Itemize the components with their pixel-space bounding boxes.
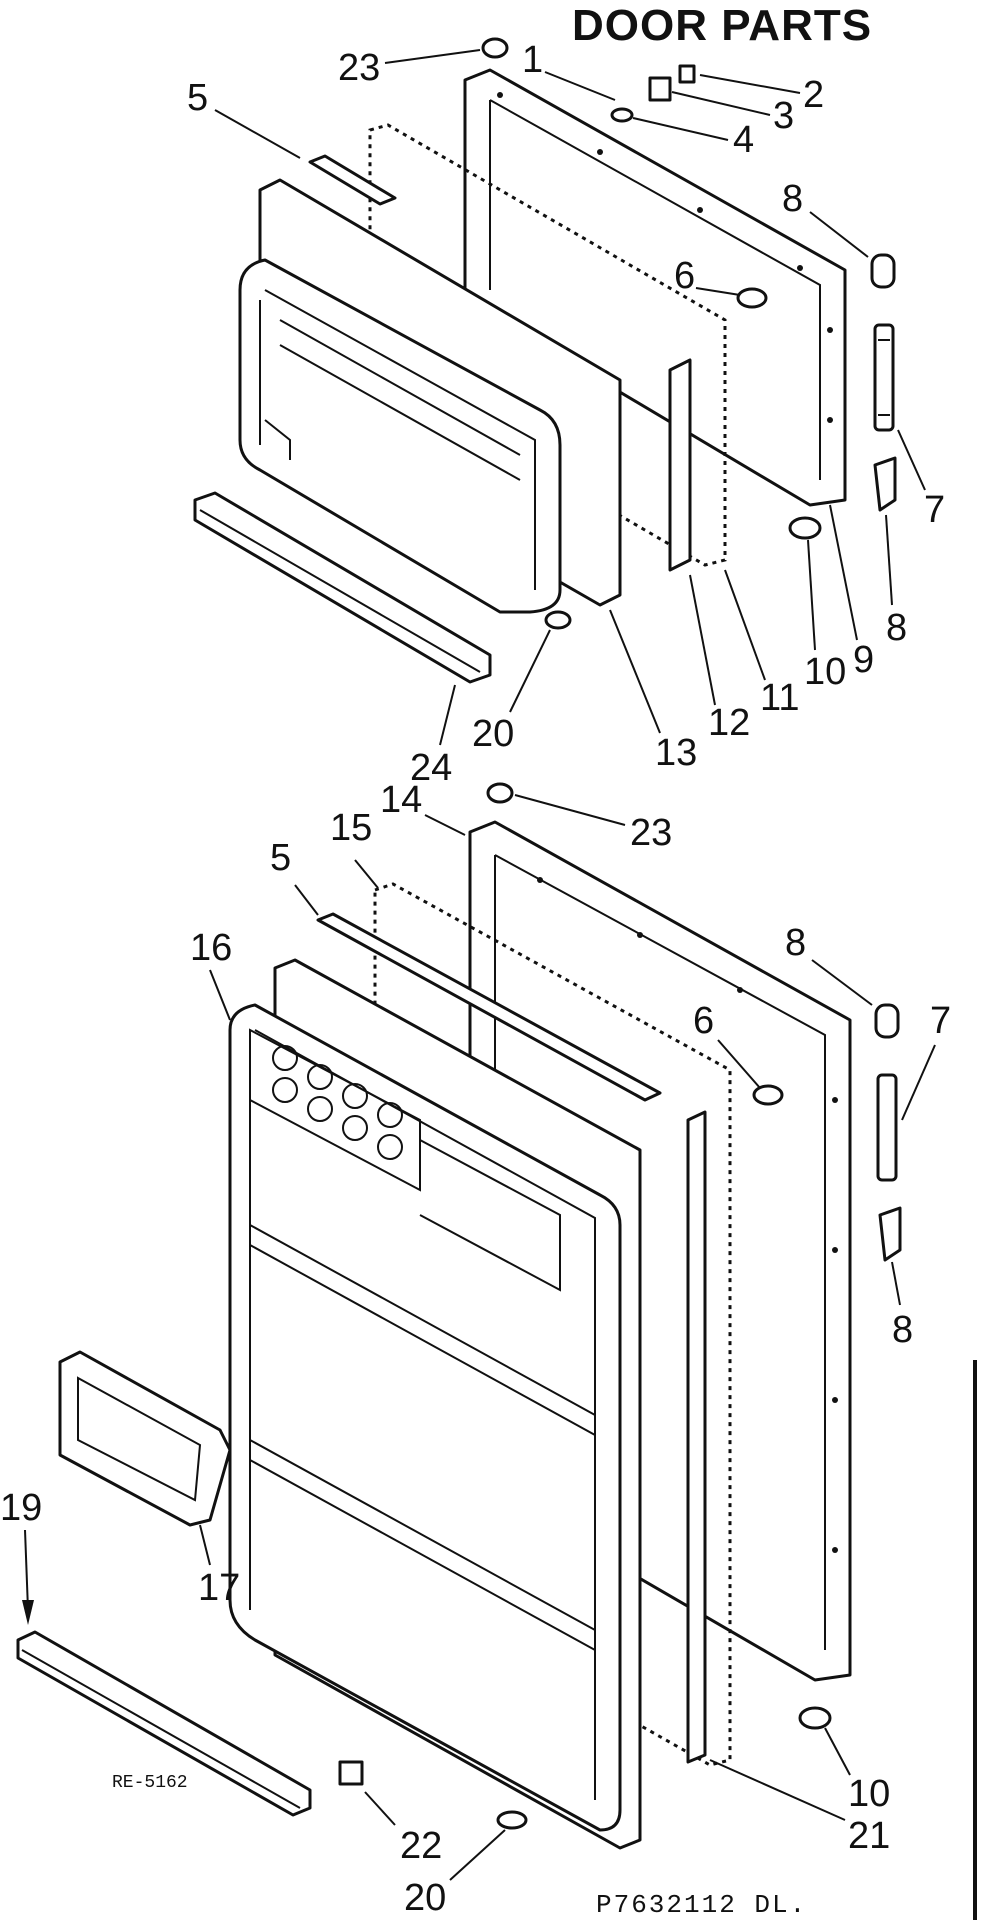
callout-4: 4 — [733, 119, 754, 161]
upper-door-assembly — [193, 37, 897, 684]
callout-7-lower: 7 — [930, 1000, 951, 1042]
callout-13: 13 — [655, 732, 697, 774]
lower-callouts: 23 14 15 5 16 8 6 7 8 17 19 22 20 10 21 — [0, 779, 951, 1919]
callout-8b-lower: 8 — [892, 1309, 913, 1351]
lower-door-rail-19 — [16, 1630, 312, 1817]
drawing-code-left: RE-5162 — [112, 1773, 188, 1793]
callout-6: 6 — [674, 255, 695, 297]
lower-shelf-bar-5 — [316, 912, 662, 1102]
callout-8-lower: 8 — [785, 922, 806, 964]
callout-21: 21 — [848, 1815, 890, 1857]
callout-8b: 8 — [886, 607, 907, 649]
callout-10-lower: 10 — [848, 1773, 890, 1815]
upper-hinge-parts — [870, 253, 897, 512]
callout-11: 11 — [760, 677, 799, 719]
callout-23: 23 — [338, 47, 380, 89]
callout-8: 8 — [782, 178, 803, 220]
butter-compartment-door — [58, 1350, 232, 1527]
callout-5: 5 — [187, 77, 208, 119]
callout-14: 14 — [380, 779, 422, 821]
upper-breaker-strip — [668, 358, 692, 572]
callout-19: 19 — [0, 1487, 42, 1529]
callout-20: 20 — [472, 713, 514, 755]
upper-callouts: 23 1 2 3 4 5 8 6 7 8 9 10 11 12 13 20 24 — [187, 39, 945, 789]
diagram-title: DOOR PARTS — [572, 1, 872, 50]
callout-6-lower: 6 — [693, 1000, 714, 1042]
lower-small-fasteners — [338, 782, 832, 1830]
upper-small-fasteners — [481, 37, 822, 630]
callout-16: 16 — [190, 927, 232, 969]
callout-24: 24 — [410, 747, 452, 789]
callout-17: 17 — [198, 1567, 240, 1609]
callout-7: 7 — [924, 489, 945, 531]
callout-9: 9 — [853, 639, 874, 681]
drawing-code-right: P7632112 DL. — [596, 1890, 807, 1920]
callout-23-lower: 23 — [630, 812, 672, 854]
callout-20-lower: 20 — [404, 1877, 446, 1919]
upper-door-liner — [238, 258, 562, 614]
lower-hinge-parts — [874, 1003, 902, 1262]
lower-breaker-strip — [686, 1110, 707, 1764]
callout-5-lower: 5 — [270, 837, 291, 879]
callout-12: 12 — [708, 702, 750, 744]
upper-shelf-bar-5 — [308, 154, 397, 206]
lower-door-gasket — [373, 882, 732, 1767]
callout-22: 22 — [400, 1825, 442, 1867]
callout-1: 1 — [522, 39, 543, 81]
lower-door-assembly — [16, 782, 902, 1850]
callout-15: 15 — [330, 807, 372, 849]
callout-2: 2 — [803, 74, 824, 116]
lower-door-liner — [228, 1003, 622, 1832]
callout-10: 10 — [804, 651, 846, 693]
upper-door-rail-24 — [193, 491, 492, 684]
callout-3: 3 — [773, 95, 794, 137]
